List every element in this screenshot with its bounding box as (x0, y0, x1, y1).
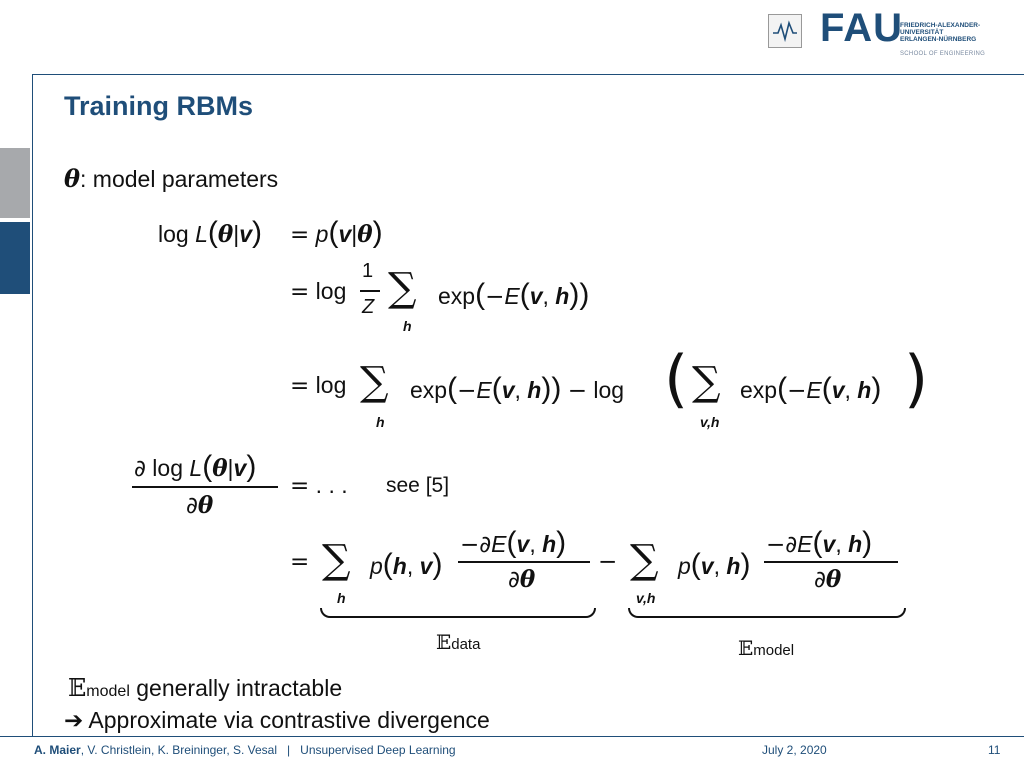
eq-line-1: log L(θ|v) (158, 216, 263, 249)
paren-right: ) (904, 342, 929, 415)
eq-line-5: = (290, 549, 310, 575)
see-reference: see [5] (386, 474, 450, 497)
grad-denominator-2: ∂θ (814, 566, 842, 593)
sum-sub-h: h (403, 318, 412, 334)
theta-definition: θ: model parameters (64, 164, 278, 193)
sum-symbol: ∑ (360, 359, 389, 405)
paren-left: ( (664, 342, 689, 415)
sum-symbol: ∑ (630, 537, 659, 583)
side-marker-gray (0, 148, 30, 218)
footer-course: Unsupervised Deep Learning (300, 743, 456, 757)
e-data-label: 𝔼data (436, 630, 481, 654)
eq-line-2-term: exp(−E(v, h)) (438, 278, 590, 311)
grad-numerator-2: −∂E(v, h) (766, 526, 873, 559)
arrow-right-icon: ➔ (64, 707, 84, 733)
side-marker-blue (0, 222, 30, 294)
footer-authors: A. Maier, V. Christlein, K. Breininger, … (34, 743, 456, 757)
underbrace-model (628, 608, 906, 618)
minus-sign: − (598, 549, 618, 575)
eq-line-4: = . . . (290, 472, 348, 499)
lab-logo-icon (768, 14, 802, 48)
eq-line-3: = log (290, 372, 347, 399)
footer-date: July 2, 2020 (762, 743, 827, 757)
footer-page-number: 11 (988, 743, 1001, 757)
grad-numerator: −∂E(v, h) (460, 526, 567, 559)
sum-sub-h: h (376, 414, 385, 430)
frac-one: 1 (362, 260, 374, 282)
eq-line-2: = log (290, 278, 347, 305)
deriv-denominator: ∂θ (186, 492, 214, 519)
eq-line-5-p2: p(v, h) (678, 548, 751, 581)
e-model-label: 𝔼model (738, 636, 795, 660)
slide-title: Training RBMs (64, 91, 254, 121)
frac-bar (360, 290, 380, 292)
sum-symbol: ∑ (322, 537, 351, 583)
sum-symbol: ∑ (388, 265, 417, 311)
sum-sub-vh: v,h (700, 414, 720, 430)
fau-logo: FAU (820, 6, 903, 50)
grad-denominator: ∂θ (508, 566, 536, 593)
eq-line-1-rhs: = p(v|θ) (290, 216, 383, 249)
fau-university-name: FRIEDRICH-ALEXANDER- UNIVERSITÄT ERLANGE… (900, 22, 981, 43)
eq-line-3-term: exp(−E(v, h)) − log (410, 372, 625, 405)
sum-sub-vh: v,h (636, 590, 656, 606)
eq-line-5-p: p(h, v) (370, 548, 443, 581)
frac-z: Z (362, 296, 375, 318)
sum-sub-h: h (337, 590, 346, 606)
deriv-numerator: ∂ log L(θ|v) (134, 450, 257, 483)
frac-bar (132, 486, 278, 488)
footer-rule (0, 736, 1024, 737)
fau-school-name: SCHOOL OF ENGINEERING (900, 51, 986, 57)
underbrace-data (320, 608, 596, 618)
frame-top-rule (32, 74, 1024, 75)
frac-bar (458, 561, 590, 563)
eq-line-3-term2: exp(−E(v, h) (740, 372, 882, 405)
theta-symbol: θ (64, 164, 81, 193)
note-intractable: 𝔼model generally intractable (68, 674, 343, 702)
theta-description: : model parameters (80, 166, 279, 192)
note-approximate: ➔ Approximate via contrastive divergence (64, 707, 490, 733)
frame-left-rule (32, 74, 33, 736)
sum-symbol: ∑ (692, 359, 721, 405)
frac-bar (764, 561, 898, 563)
